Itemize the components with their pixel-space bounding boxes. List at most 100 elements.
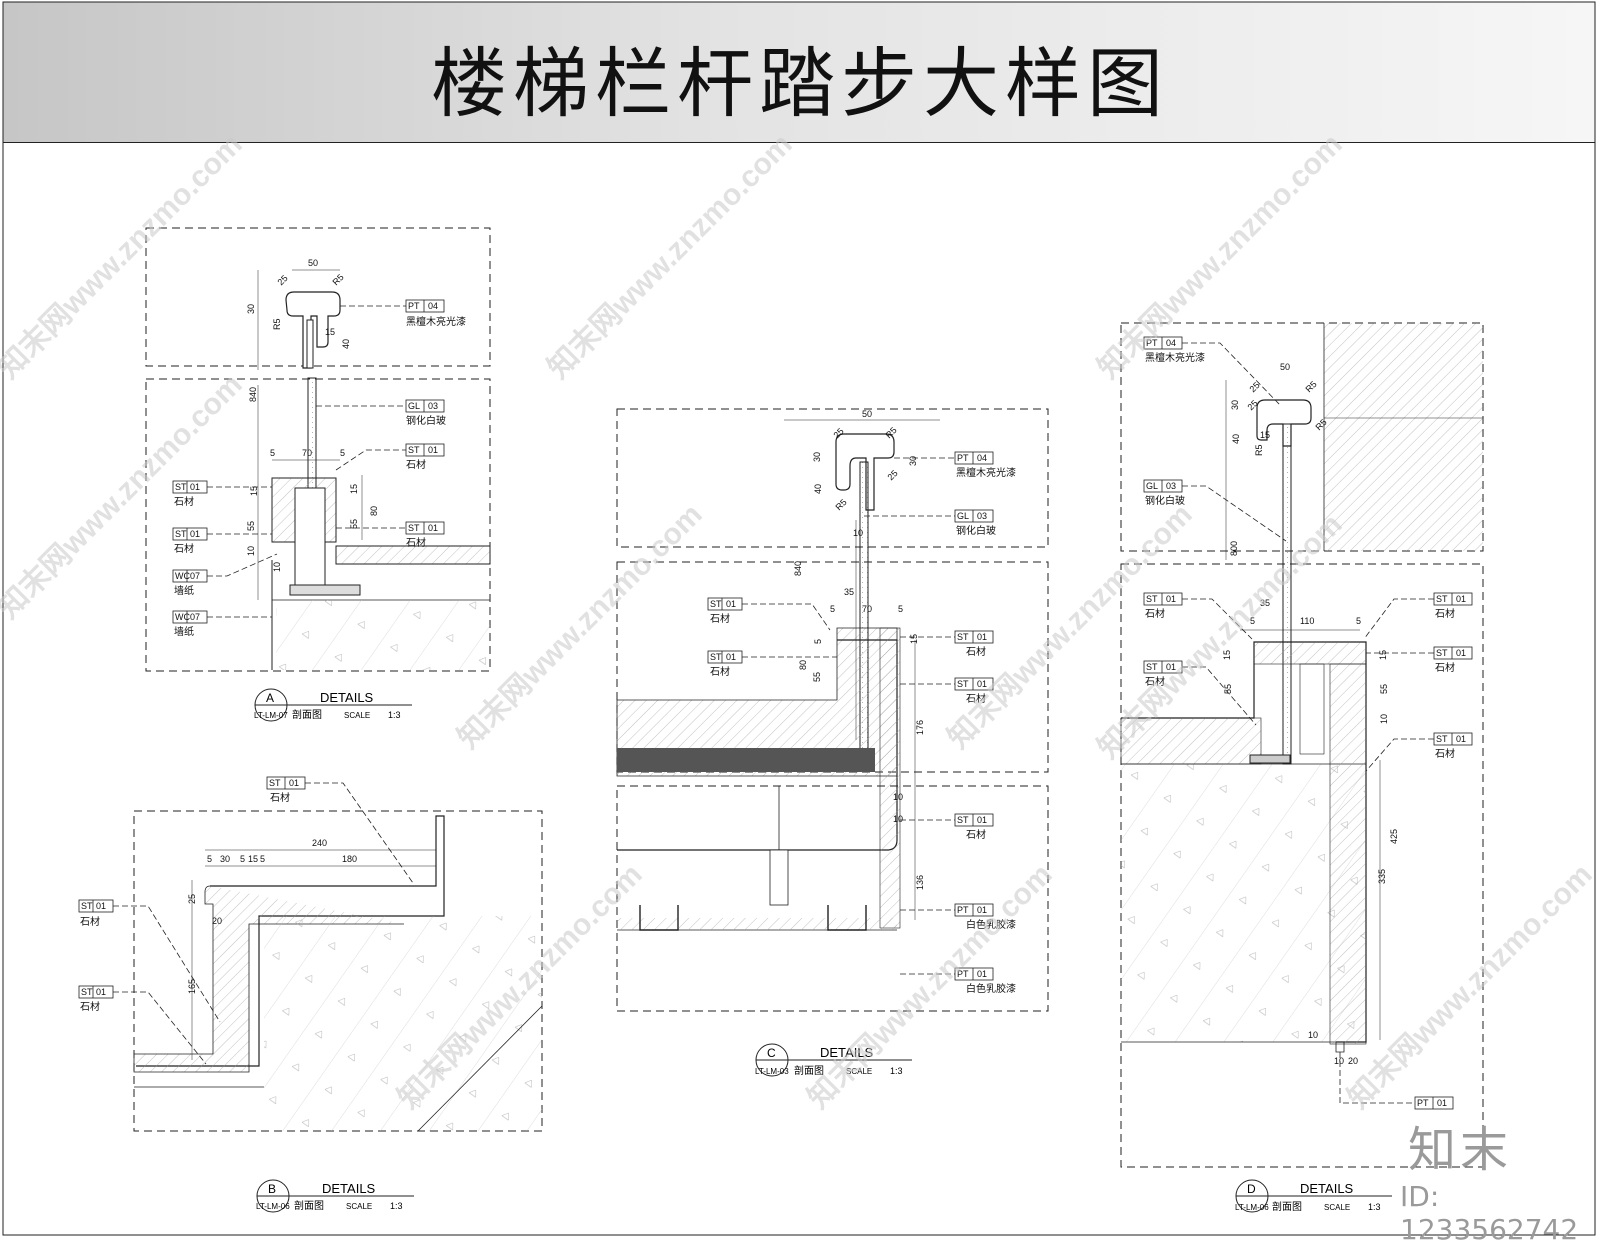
svg-text:钢化白玻: 钢化白玻 <box>406 414 446 427</box>
svg-text:04: 04 <box>977 453 987 463</box>
svg-text:55: 55 <box>246 521 256 531</box>
svg-text:20: 20 <box>212 916 222 926</box>
svg-text:30: 30 <box>908 456 918 466</box>
svg-text:知末网www.znzmo.com: 知末网www.znzmo.com <box>542 128 799 385</box>
svg-text:01: 01 <box>977 815 987 825</box>
svg-text:1:3: 1:3 <box>390 1201 403 1211</box>
svg-text:01: 01 <box>977 632 987 642</box>
svg-text:50: 50 <box>1280 362 1290 372</box>
svg-text:PT: PT <box>1146 338 1158 348</box>
svg-text:ST: ST <box>1436 594 1448 604</box>
svg-text:5: 5 <box>240 854 245 864</box>
svg-text:石材: 石材 <box>406 536 426 549</box>
svg-text:SCALE: SCALE <box>1324 1203 1350 1212</box>
svg-text:240: 240 <box>312 838 327 848</box>
svg-text:石材: 石材 <box>174 542 194 555</box>
svg-text:176: 176 <box>915 720 925 735</box>
svg-text:知末网www.znzmo.com: 知末网www.znzmo.com <box>802 858 1059 1115</box>
svg-text:ST: ST <box>175 529 187 539</box>
svg-text:石材: 石材 <box>406 458 426 471</box>
svg-text:5: 5 <box>260 854 265 864</box>
svg-text:15: 15 <box>1222 650 1232 660</box>
svg-text:SCALE: SCALE <box>344 711 370 720</box>
svg-text:01: 01 <box>428 523 438 533</box>
svg-text:ST: ST <box>1146 662 1158 672</box>
svg-text:01: 01 <box>726 652 736 662</box>
svg-text:石材: 石材 <box>1435 661 1455 674</box>
svg-text:知末网www.znzmo.com: 知末网www.znzmo.com <box>0 368 249 625</box>
svg-text:LT-LM-07: LT-LM-07 <box>254 711 288 720</box>
svg-text:知末网www.znzmo.com: 知末网www.znzmo.com <box>0 128 249 385</box>
svg-text:55: 55 <box>1223 684 1233 694</box>
id-label: ID: 1233562742 <box>1400 1180 1579 1246</box>
svg-text:15: 15 <box>909 634 919 644</box>
svg-text:白色乳胶漆: 白色乳胶漆 <box>966 982 1016 995</box>
svg-text:GL: GL <box>957 511 969 521</box>
svg-text:PT: PT <box>1417 1098 1429 1108</box>
svg-text:LT-LM-03: LT-LM-03 <box>755 1067 789 1076</box>
svg-text:40: 40 <box>341 339 351 349</box>
svg-text:DETAILS: DETAILS <box>1300 1181 1354 1196</box>
svg-text:SCALE: SCALE <box>846 1067 872 1076</box>
svg-text:25: 25 <box>886 468 900 482</box>
svg-text:425: 425 <box>1389 829 1399 844</box>
svg-text:10: 10 <box>1334 1056 1344 1066</box>
detail-b-labels: 240 180 5 30 5 15 5 25 20 165 <box>187 838 357 994</box>
svg-text:ST: ST <box>957 679 969 689</box>
detail-c-caption: C LT-LM-03 DETAILS 剖面图 SCALE 1:3 <box>755 1043 912 1077</box>
svg-text:15: 15 <box>248 854 258 864</box>
svg-text:ST: ST <box>408 445 420 455</box>
svg-text:5: 5 <box>1356 616 1361 626</box>
svg-text:03: 03 <box>977 511 987 521</box>
svg-text:LT-LM-06: LT-LM-06 <box>256 1202 290 1211</box>
svg-text:110: 110 <box>1300 616 1314 626</box>
svg-text:PT: PT <box>957 453 969 463</box>
svg-text:10: 10 <box>893 814 903 824</box>
svg-text:30: 30 <box>246 304 256 314</box>
svg-text:钢化白玻: 钢化白玻 <box>1145 494 1185 507</box>
svg-text:PT: PT <box>957 905 969 915</box>
detail-b-caption: B LT-LM-06 DETAILS 剖面图 SCALE 1:3 <box>256 1179 414 1213</box>
svg-text:01: 01 <box>1166 594 1176 604</box>
svg-text:剖面图: 剖面图 <box>294 1199 324 1212</box>
svg-text:ST: ST <box>1146 594 1158 604</box>
svg-text:墙纸: 墙纸 <box>174 625 194 638</box>
svg-text:5: 5 <box>207 854 212 864</box>
svg-text:石材: 石材 <box>1435 747 1455 760</box>
detail-a-caption: A LT-LM-07 DETAILS 剖面图 SCALE 1:3 <box>254 688 412 722</box>
svg-text:ST: ST <box>408 523 420 533</box>
svg-text:ST: ST <box>81 901 93 911</box>
svg-text:70: 70 <box>302 448 312 458</box>
svg-text:石材: 石材 <box>710 612 730 625</box>
svg-text:知末网www.znzmo.com: 知末网www.znzmo.com <box>1092 128 1349 385</box>
svg-text:1:3: 1:3 <box>388 710 401 720</box>
svg-text:01: 01 <box>1456 734 1466 744</box>
detail-d-caption: D LT-LM-06 DETAILS 剖面图 SCALE 1:3 <box>1235 1179 1392 1213</box>
svg-text:黑檀木亮光漆: 黑檀木亮光漆 <box>956 466 1016 479</box>
svg-text:5: 5 <box>340 448 345 458</box>
svg-text:石材: 石材 <box>80 1000 100 1013</box>
detail-c <box>616 408 1049 1012</box>
svg-text:R5: R5 <box>1254 444 1264 456</box>
svg-text:30: 30 <box>812 452 822 462</box>
svg-text:ST: ST <box>710 599 722 609</box>
svg-text:ST: ST <box>957 815 969 825</box>
svg-text:PT: PT <box>408 301 420 311</box>
svg-text:石材: 石材 <box>174 495 194 508</box>
svg-text:SCALE: SCALE <box>346 1202 372 1211</box>
svg-text:5: 5 <box>813 639 823 644</box>
svg-text:1:3: 1:3 <box>890 1066 903 1076</box>
svg-text:R5: R5 <box>1304 379 1319 394</box>
svg-text:25: 25 <box>1248 380 1262 394</box>
svg-text:D: D <box>1247 1182 1256 1196</box>
svg-text:15: 15 <box>325 327 335 337</box>
svg-text:石材: 石材 <box>966 645 986 658</box>
svg-text:03: 03 <box>1166 481 1176 491</box>
svg-text:石材: 石材 <box>966 828 986 841</box>
svg-text:WC: WC <box>175 571 190 581</box>
svg-text:15: 15 <box>349 484 359 494</box>
